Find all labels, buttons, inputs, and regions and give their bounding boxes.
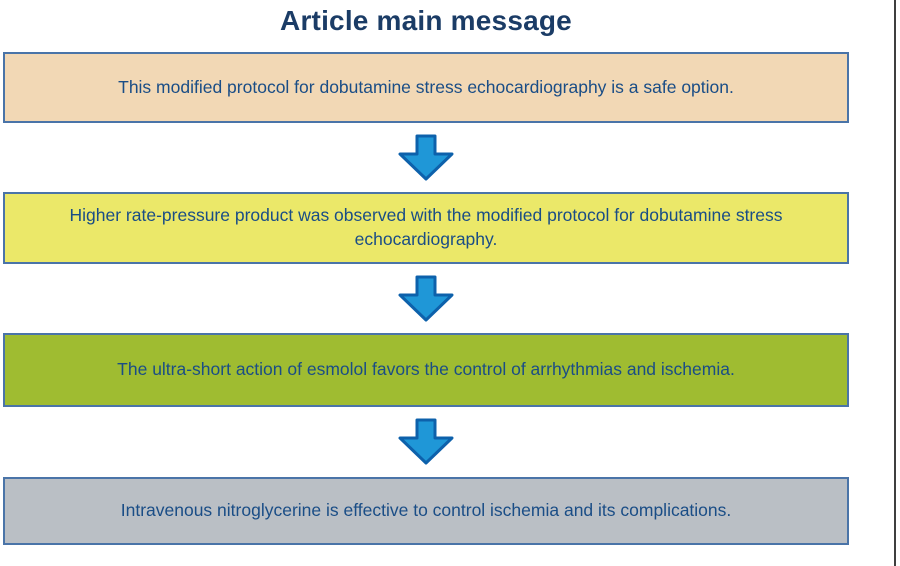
message-box-nitroglycerine: Intravenous nitroglycerine is effective … bbox=[3, 477, 849, 545]
message-box-text: This modified protocol for dobutamine st… bbox=[118, 76, 734, 97]
message-box-text: Higher rate-pressure product was observe… bbox=[69, 205, 783, 249]
message-box-safe-option: This modified protocol for dobutamine st… bbox=[3, 52, 849, 123]
message-box-text: The ultra-short action of esmolol favors… bbox=[117, 359, 735, 379]
page-title: Article main message bbox=[280, 5, 572, 36]
right-frame-line bbox=[894, 0, 896, 566]
message-box-text: Intravenous nitroglycerine is effective … bbox=[120, 500, 732, 520]
down-arrow-icon bbox=[396, 418, 456, 466]
down-arrow-icon bbox=[396, 275, 456, 323]
down-arrow-icon bbox=[396, 134, 456, 182]
message-box-esmolol: The ultra-short action of esmolol favors… bbox=[3, 333, 849, 407]
message-box-rate-pressure: Higher rate-pressure product was observe… bbox=[3, 192, 849, 264]
